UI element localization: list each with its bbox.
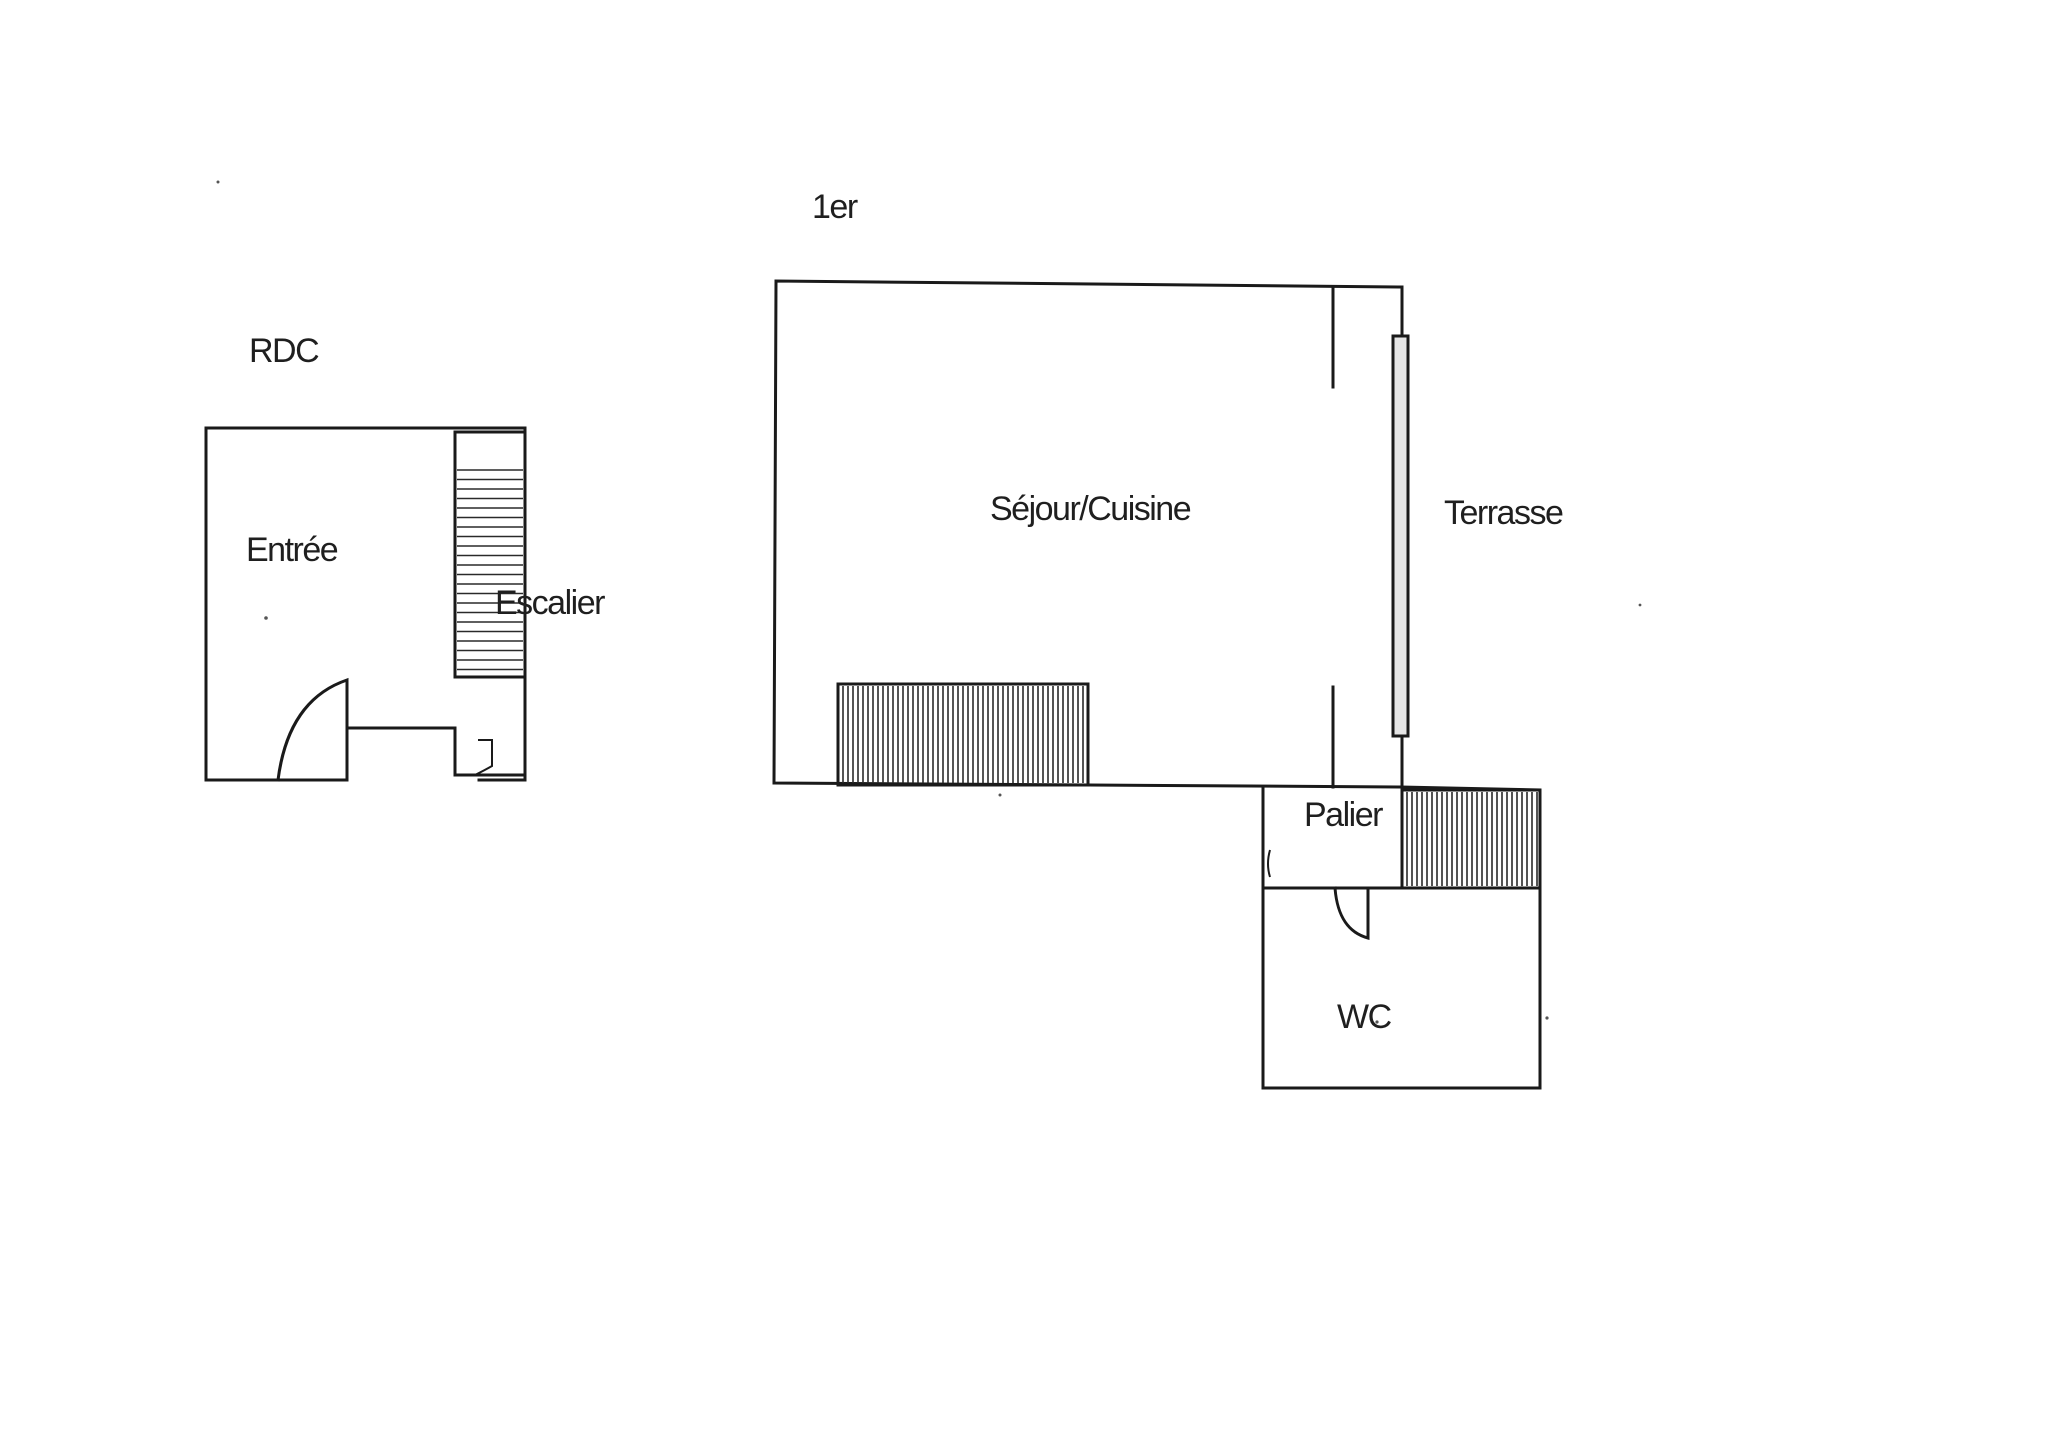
scan-speck [216, 180, 220, 184]
ground-floor-title: RDC [249, 332, 319, 370]
entrance-door-swing [276, 677, 349, 782]
ground-stair-treads [457, 469, 523, 671]
scan-speck [998, 793, 1002, 797]
ground-floor-plan: RDC Entrée Escalier [204, 180, 607, 782]
first-floor-title: 1er [812, 188, 858, 226]
room-label-escalier: Escalier [495, 584, 605, 622]
entrance-door-opening-right [477, 773, 527, 782]
wc-walls [1261, 886, 1542, 1090]
scan-speck [264, 616, 268, 620]
landing-stair-outline [1400, 788, 1542, 890]
scan-speck [1375, 1020, 1379, 1024]
room-label-wc: WC [1337, 998, 1392, 1036]
room-label-palier: Palier [1304, 796, 1383, 834]
scan-speck [1545, 1016, 1549, 1020]
room-label-terrasse: Terrasse [1444, 494, 1563, 532]
ground-stair-outline [453, 430, 527, 679]
room-label-entree: Entrée [246, 531, 338, 569]
landing-stair-treads [1406, 792, 1538, 886]
first-floor-plan: 1er Séjour/Cuisine Terrasse Palier WC [772, 188, 1642, 1090]
living-room-stair-outline [836, 682, 1090, 787]
living-room-stair-treads [842, 686, 1084, 783]
scan-speck [1638, 603, 1642, 607]
stair-door-swing [474, 739, 493, 776]
ground-floor-walls [204, 426, 527, 782]
room-label-sejour-cuisine: Séjour/Cuisine [990, 490, 1191, 528]
landing-door-mark [1267, 849, 1271, 878]
wc-door-swing [1333, 886, 1370, 940]
terrace-window [1391, 334, 1410, 738]
